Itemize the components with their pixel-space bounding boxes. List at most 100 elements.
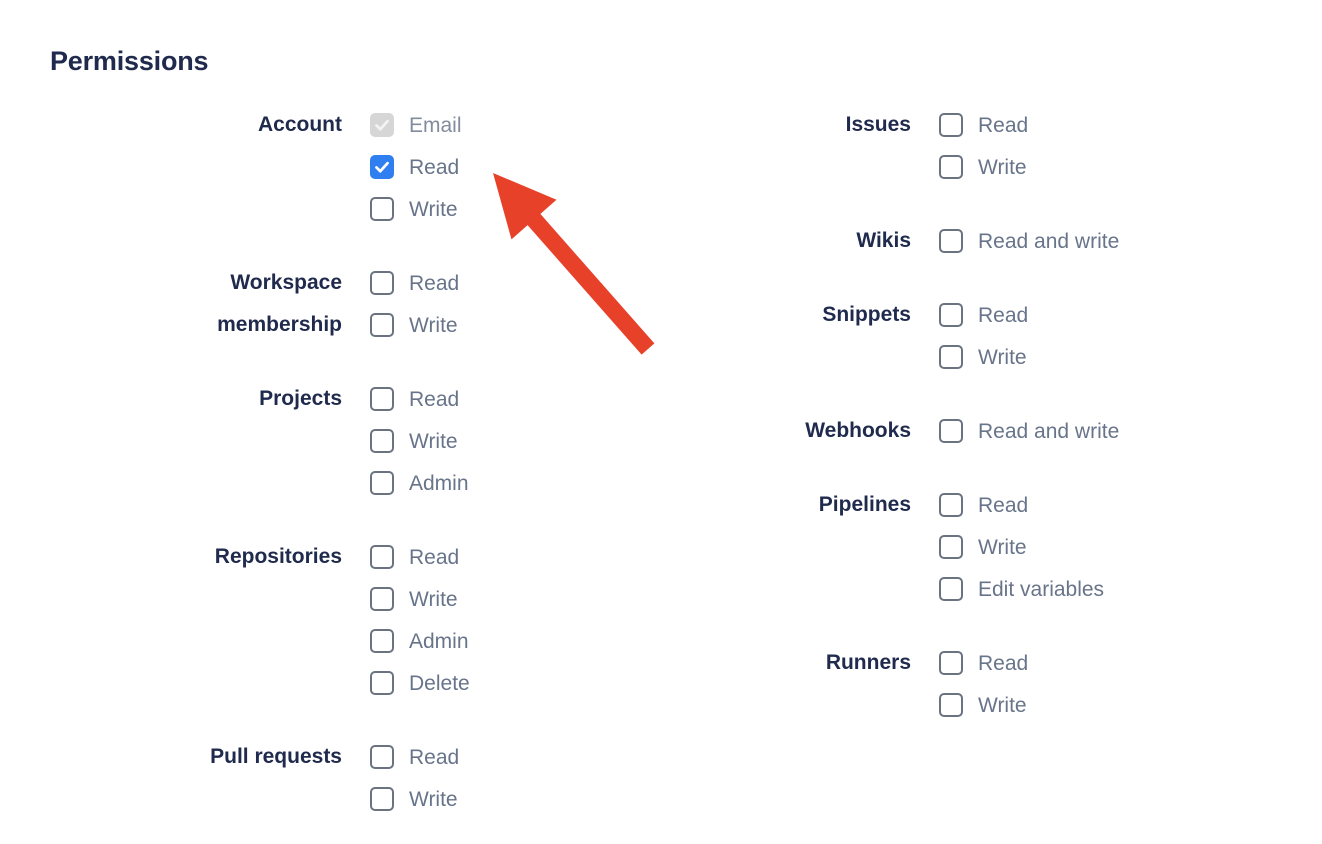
checkbox-repositories-write[interactable] (370, 587, 394, 611)
permission-row: Read and write (939, 410, 1240, 452)
checkbox-projects-write[interactable] (370, 429, 394, 453)
checkbox-repositories-read[interactable] (370, 545, 394, 569)
checkbox-snippets-read[interactable] (939, 303, 963, 327)
permission-row: Write (939, 684, 1240, 726)
checkbox-projects-admin[interactable] (370, 471, 394, 495)
permission-row: Read (370, 262, 620, 304)
checkbox-label-projects-read[interactable]: Read (409, 387, 460, 411)
permission-group-label: Pull requests (210, 745, 342, 768)
permission-row: Admin (370, 462, 620, 504)
checkbox-label-account-read[interactable]: Read (409, 155, 460, 179)
checkbox-label-snippets-write[interactable]: Write (978, 345, 1027, 369)
permission-row: Read (370, 146, 620, 188)
checkbox-account-write[interactable] (370, 197, 394, 221)
permission-options: Read and write (911, 220, 1240, 262)
checkbox-issues-write[interactable] (939, 155, 963, 179)
checkbox-account-read[interactable] (370, 155, 394, 179)
permission-row: Edit variables (939, 568, 1240, 610)
checkbox-issues-read[interactable] (939, 113, 963, 137)
checkbox-pull-requests-read[interactable] (370, 745, 394, 769)
permission-row: Write (370, 578, 620, 620)
checkbox-workspace-membership-write[interactable] (370, 313, 394, 337)
permission-row: Admin (370, 620, 620, 662)
checkbox-label-account-write[interactable]: Write (409, 197, 458, 221)
checkbox-runners-write[interactable] (939, 693, 963, 717)
checkbox-snippets-write[interactable] (939, 345, 963, 369)
checkbox-label-pipelines-edit-variables[interactable]: Edit variables (978, 577, 1105, 601)
checkbox-runners-read[interactable] (939, 651, 963, 675)
permission-row: Read (370, 378, 620, 420)
checkbox-label-workspace-membership-write[interactable]: Write (409, 313, 458, 337)
checkbox-account-email (370, 113, 394, 137)
checkbox-label-workspace-membership-read[interactable]: Read (409, 271, 460, 295)
checkbox-label-runners-read[interactable]: Read (978, 651, 1029, 675)
permission-row: Write (939, 146, 1240, 188)
checkbox-label-snippets-read[interactable]: Read (978, 303, 1029, 327)
checkbox-repositories-delete[interactable] (370, 671, 394, 695)
checkbox-pipelines-edit-variables[interactable] (939, 577, 963, 601)
permission-row: Write (370, 778, 620, 820)
permission-group-label: Wikis (856, 229, 911, 252)
permission-group-label: Repositories (214, 545, 342, 568)
permission-group-label: Issues (845, 113, 911, 136)
checkbox-pipelines-write[interactable] (939, 535, 963, 559)
checkbox-pull-requests-write[interactable] (370, 787, 394, 811)
permission-row: Read (939, 294, 1240, 336)
checkbox-label-pull-requests-write[interactable]: Write (409, 787, 458, 811)
checkbox-label-issues-write[interactable]: Write (978, 155, 1027, 179)
checkbox-label-repositories-delete[interactable]: Delete (409, 671, 470, 695)
checkbox-label-wikis-read-and-write[interactable]: Read and write (978, 229, 1120, 253)
checkbox-label-account-email: Email (409, 113, 462, 137)
permission-group-label: Snippets (822, 303, 911, 326)
permission-group-label: Account (258, 113, 342, 136)
checkbox-label-pipelines-read[interactable]: Read (978, 493, 1029, 517)
checkbox-label-webhooks-read-and-write[interactable]: Read and write (978, 419, 1120, 443)
permission-options: Read and write (911, 410, 1240, 452)
checkbox-pipelines-read[interactable] (939, 493, 963, 517)
permission-group-label: Workspace membership (217, 271, 342, 336)
checkbox-repositories-admin[interactable] (370, 629, 394, 653)
permission-group-webhooks: Webhooks Read and write (620, 410, 1240, 452)
checkbox-projects-read[interactable] (370, 387, 394, 411)
page-title: Permissions (50, 46, 209, 76)
permission-group-wikis: Wikis Read and write (620, 220, 1240, 262)
permission-group-label: Pipelines (818, 493, 911, 516)
permission-row: Read (939, 104, 1240, 146)
checkbox-webhooks-read-and-write[interactable] (939, 419, 963, 443)
checkbox-label-projects-admin[interactable]: Admin (409, 471, 469, 495)
checkbox-label-runners-write[interactable]: Write (978, 693, 1027, 717)
permission-row: Email (370, 104, 620, 146)
checkbox-label-projects-write[interactable]: Write (409, 429, 458, 453)
checkbox-label-repositories-write[interactable]: Write (409, 587, 458, 611)
checkbox-label-issues-read[interactable]: Read (978, 113, 1029, 137)
checkbox-label-pipelines-write[interactable]: Write (978, 535, 1027, 559)
checkbox-wikis-read-and-write[interactable] (939, 229, 963, 253)
checkbox-label-repositories-read[interactable]: Read (409, 545, 460, 569)
permission-row: Read (370, 536, 620, 578)
permission-row: Write (370, 188, 620, 230)
checkbox-label-pull-requests-read[interactable]: Read (409, 745, 460, 769)
permission-group-label: Webhooks (805, 419, 911, 442)
permission-row: Write (370, 420, 620, 462)
checkbox-label-repositories-admin[interactable]: Admin (409, 629, 469, 653)
permission-row: Write (939, 526, 1240, 568)
checkbox-workspace-membership-read[interactable] (370, 271, 394, 295)
